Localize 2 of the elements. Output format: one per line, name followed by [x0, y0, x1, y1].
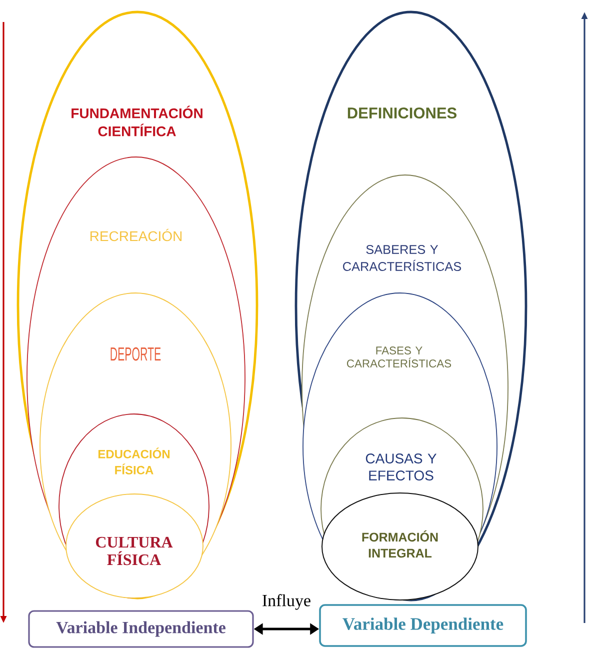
variable-box: Variable Independiente	[28, 610, 254, 648]
variable-box: Variable Dependiente	[319, 604, 527, 647]
